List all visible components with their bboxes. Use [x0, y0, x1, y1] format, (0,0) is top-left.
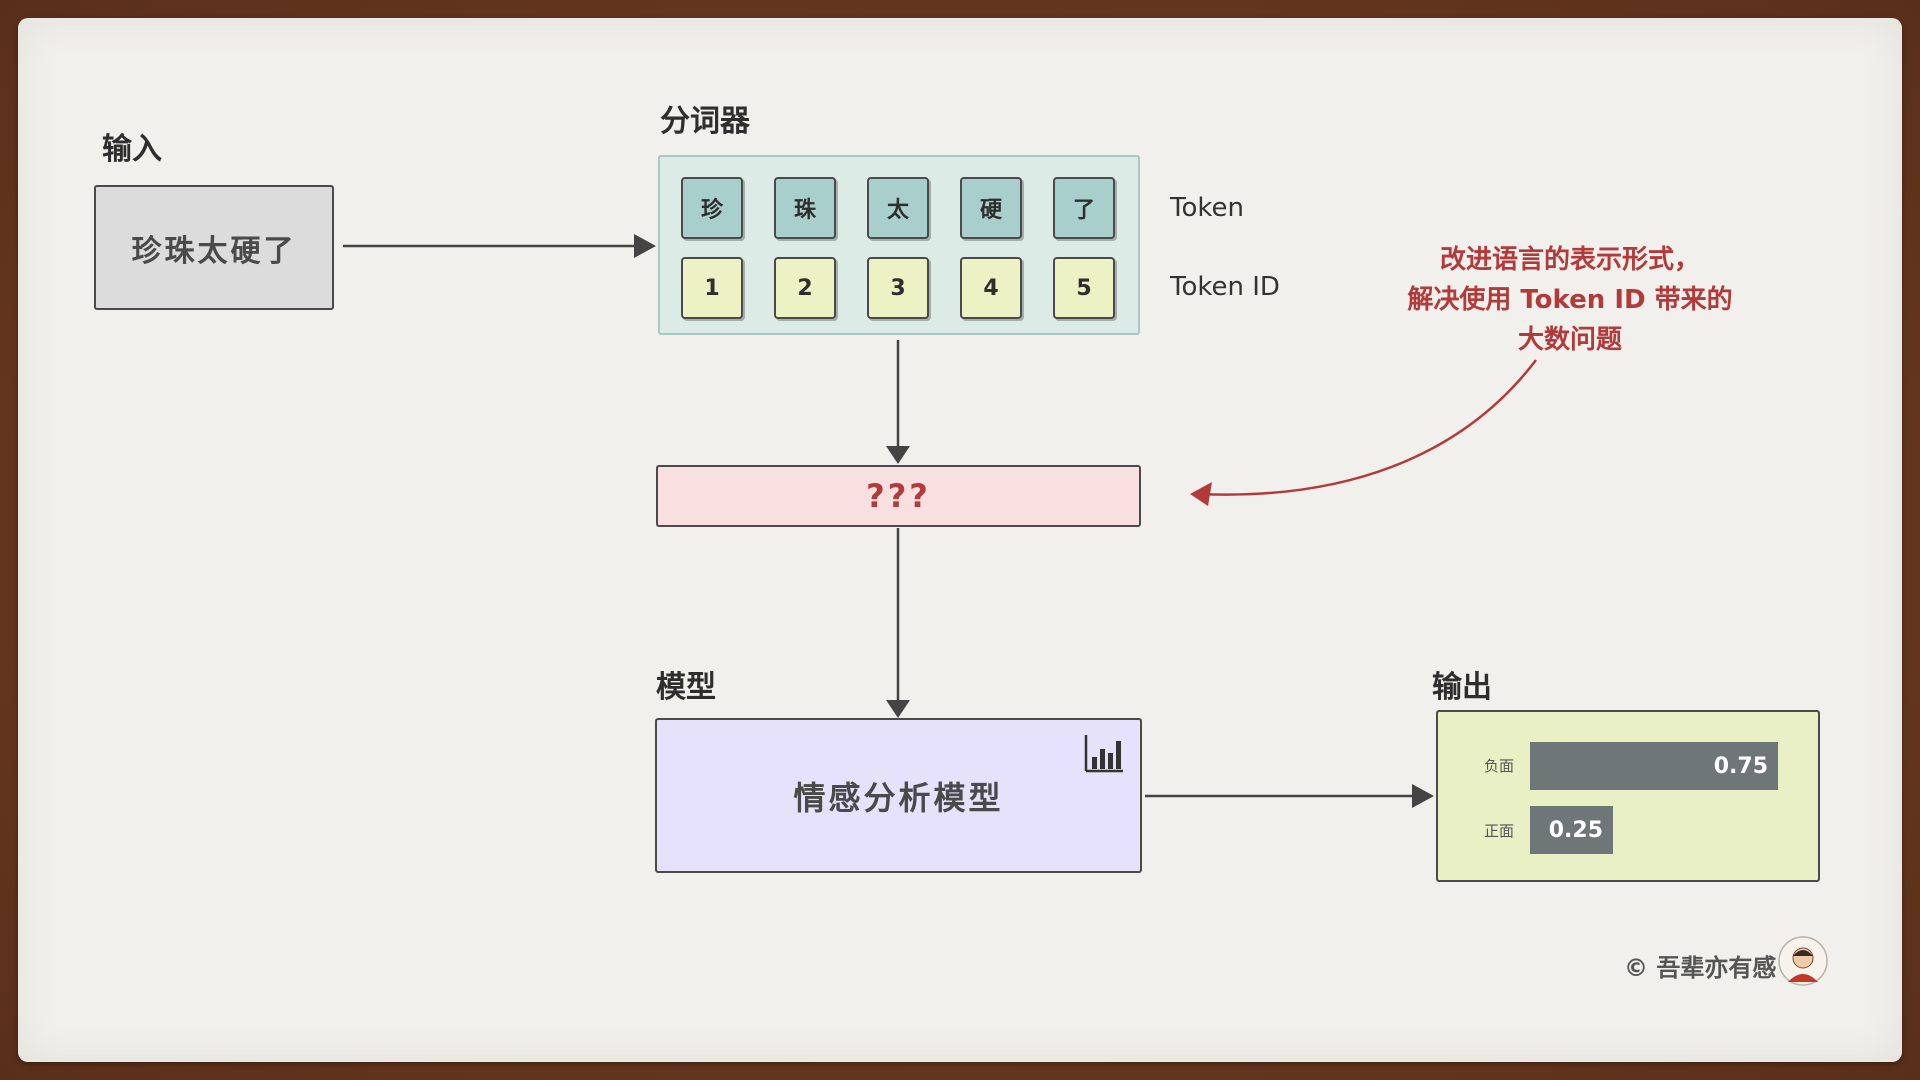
model-box: 情感分析模型	[655, 718, 1142, 873]
token-id-cell: 1	[681, 257, 743, 319]
arrow-model-to-output-head	[1412, 784, 1434, 808]
arrow-input-to-tokenizer-head	[634, 234, 656, 258]
arrow-tokenizer-to-unknown-head	[886, 446, 910, 464]
annotation-arrow-head	[1190, 482, 1212, 506]
output-bar-negative: 0.75	[1530, 742, 1778, 790]
annotation-line: 解决使用 Token ID 带来的	[1407, 285, 1733, 315]
output-label: 输出	[1432, 670, 1492, 705]
unknown-step-box: ???	[656, 465, 1141, 527]
token-id-cell: 5	[1053, 257, 1115, 319]
token-cell: 硬	[960, 177, 1022, 239]
arrow-unknown-to-model-head	[886, 700, 910, 718]
output-bar-label: 负面	[1484, 757, 1515, 775]
output-bar-label: 正面	[1484, 822, 1515, 840]
unknown-step-text: ???	[866, 477, 931, 515]
output-bar-value: 0.25	[1548, 817, 1603, 843]
token-cell: 太	[867, 177, 929, 239]
model-label: 模型	[656, 670, 716, 705]
tokenizer-label: 分词器	[660, 104, 750, 139]
input-label: 输入	[102, 132, 162, 167]
annotation-line: 大数问题	[1517, 325, 1622, 355]
tokenizer-box: 珍 珠 太 硬 了 1 2 3 4 5	[658, 155, 1140, 335]
copyright-text: © 吾辈亦有感	[1624, 954, 1777, 982]
token-id-cell: 3	[867, 257, 929, 319]
annotation-text: 改进语言的表示形式， 解决使用 Token ID 带来的 大数问题	[1380, 240, 1760, 360]
input-text: 珍珠太硬了	[131, 233, 297, 269]
token-cell: 了	[1053, 177, 1115, 239]
token-id-row-label: Token ID	[1170, 272, 1280, 302]
bar-chart-icon	[1084, 735, 1123, 773]
output-bar-value: 0.75	[1713, 753, 1768, 779]
input-box: 珍珠太硬了	[94, 185, 334, 310]
output-bar-positive: 0.25	[1530, 806, 1613, 854]
annotation-arrow	[1199, 359, 1537, 496]
token-id-cell: 2	[774, 257, 836, 319]
token-row-label: Token	[1170, 193, 1244, 223]
model-name: 情感分析模型	[793, 778, 1004, 817]
avatar-icon	[1778, 936, 1828, 986]
token-cell: 珠	[774, 177, 836, 239]
token-id-cell: 4	[960, 257, 1022, 319]
output-box: 负面 0.75 正面 0.25	[1436, 710, 1820, 882]
token-cell: 珍	[681, 177, 743, 239]
annotation-line: 改进语言的表示形式，	[1439, 245, 1700, 275]
